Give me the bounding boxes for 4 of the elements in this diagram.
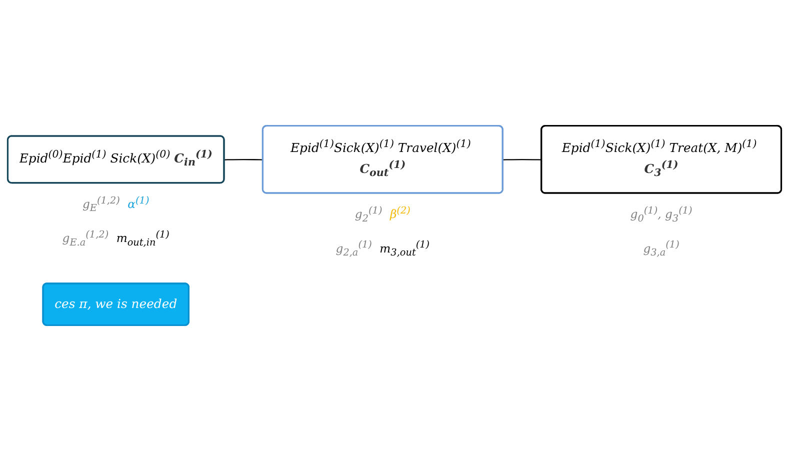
math-annotation: α$^{(1)}$ <box>128 198 150 212</box>
connector <box>224 158 264 160</box>
connector <box>503 158 542 160</box>
math-annotation: β$^{(2)}$ <box>390 208 410 222</box>
